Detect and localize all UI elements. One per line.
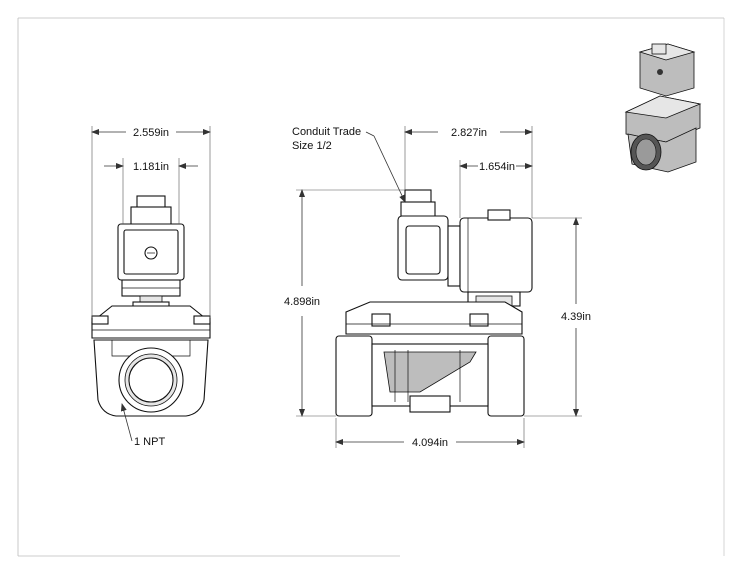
dim-side-body-length: 4.094in <box>335 418 525 449</box>
front-view <box>91 195 211 417</box>
dim-side-overall-width-label: 2.827in <box>451 127 487 139</box>
callout-port: 1 NPT <box>120 403 165 448</box>
dim-front-overall-label: 2.559in <box>133 127 169 139</box>
dim-side-coil-width: 1.654in <box>459 160 533 218</box>
callout-conduit: Conduit Trade Size 1/2 <box>292 126 406 203</box>
sheet-border <box>17 17 725 557</box>
dim-front-coil-label: 1.181in <box>133 161 169 173</box>
dim-front-overall: 2.559in <box>91 126 211 318</box>
dim-side-body-length-label: 4.094in <box>412 437 448 449</box>
dim-side-coil-height: 4.39in <box>524 217 591 417</box>
isometric-view <box>624 43 702 173</box>
callout-port-label: 1 NPT <box>134 436 165 448</box>
side-view <box>335 189 533 417</box>
dim-side-coil-height-label: 4.39in <box>561 311 591 323</box>
callout-conduit-line1: Conduit Trade <box>292 126 361 138</box>
callout-conduit-line2: Size 1/2 <box>292 140 332 152</box>
dim-side-overall-width: 2.827in <box>404 126 533 218</box>
dim-side-coil-width-label: 1.654in <box>479 161 515 173</box>
dim-side-overall-height: 4.898in <box>284 189 405 417</box>
dim-front-coil: 1.181in <box>104 158 198 224</box>
dim-side-overall-height-label: 4.898in <box>284 296 320 308</box>
